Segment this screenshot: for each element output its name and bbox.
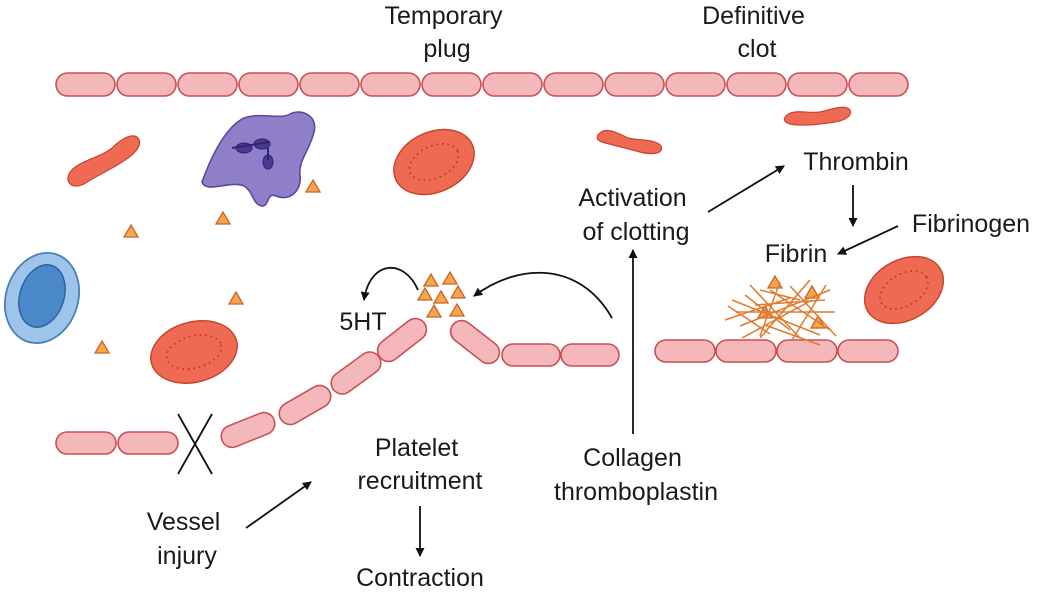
platelet [803,284,821,299]
lower-vessel-wall-left [55,431,179,455]
collagen-thromboplastin-label: Collagen thromboplastin [554,444,718,506]
fibrin-strand [769,289,831,331]
fibrin-strand [731,299,821,336]
red-blood-cell [393,128,475,196]
arrow-curved-5ht-release [360,266,419,301]
definitive-clot-label: Definitive clot [702,2,812,63]
endothelial-cell [787,72,848,97]
cell-fragment [783,106,852,126]
endothelial-cell [665,72,726,97]
5ht-label: 5HT [339,308,386,336]
platelet [93,339,111,354]
platelet [425,303,443,318]
fibrin-mesh [724,279,837,346]
endothelial-cell [177,72,238,97]
platelet [422,272,440,287]
temporary-plug-label: Temporary plug [384,2,509,63]
endothelial-cell [55,72,116,97]
endothelial-cell [848,72,909,97]
fibrin-strand [744,294,791,331]
contraction-label: Contraction [356,564,484,592]
arrow-fibrinogen-to-fibrin [837,225,899,255]
red-blood-cell [863,255,945,325]
endothelial-cell [726,72,787,97]
endothelial-cell [421,72,482,97]
activation-of-clotting-label: Activation of clotting [578,184,693,246]
platelet [441,270,459,285]
fibrin-strand [754,299,826,306]
white-blood-cell-blue [4,251,80,345]
platelet [432,289,450,304]
platelet [214,210,232,225]
cell-fragment [596,129,663,155]
endothelial-cell [604,72,665,97]
fibrin-strand [759,289,801,301]
platelet [449,284,467,299]
platelet [304,178,322,193]
fibrin-label: Fibrin [765,240,828,268]
endothelial-cell [299,72,360,97]
endothelial-cell [482,72,543,97]
fibrinogen-label: Fibrinogen [912,210,1030,238]
endothelial-cell [116,72,177,97]
red-blood-cell [150,320,238,384]
platelet-recruitment-label: Platelet recruitment [357,434,482,495]
arrow-activation-to-thrombin [707,165,785,213]
cell-fragment [67,135,141,187]
white-blood-cell-purple [201,111,316,207]
arrow-curved-to-platelet-plug [473,271,613,319]
fibrin-strand [791,284,827,341]
fibrin-strand [724,297,791,321]
endothelial-cell [360,72,421,97]
injury-site-mark [177,413,213,475]
vessel-injury-label: Vessel injury [147,508,228,570]
fibrin-strand [759,279,811,339]
endothelial-cell [238,72,299,97]
endothelial-cell [543,72,604,97]
thrombin-label: Thrombin [803,148,909,176]
arrow-vessel-injury-to-platelet-recruitment [245,481,312,529]
fibrin-strand [741,299,813,339]
platelet [448,302,466,317]
platelet [416,286,434,301]
platelet [227,290,245,305]
fibrin-strand [764,324,821,346]
upper-vessel-wall [55,72,909,97]
damaged-vessel-wall [220,317,501,449]
lower-vessel-wall-right [501,339,899,367]
fibrin-strand [789,285,837,337]
platelet [122,223,140,238]
fibrin-strand [727,305,771,335]
